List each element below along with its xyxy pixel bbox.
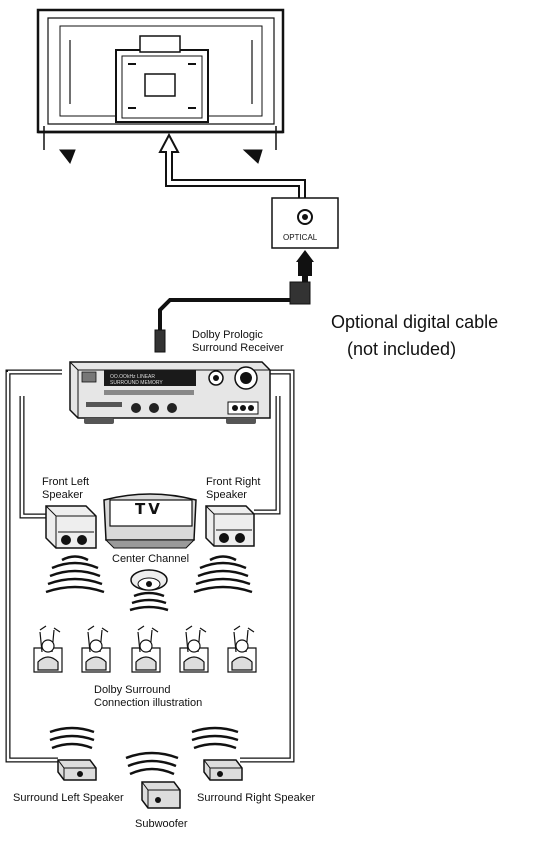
surround-left-speaker — [57, 759, 97, 781]
surround-right-speaker — [203, 759, 243, 781]
illustration-label-line1: Dolby Surround — [94, 684, 171, 696]
svg-text:OO.OOkHz LINEAR: OO.OOkHz LINEAR — [110, 374, 155, 380]
cable-label-line2: (not included) — [347, 339, 457, 359]
tv-back-panel — [36, 8, 285, 165]
surround-right-sound-waves — [191, 726, 239, 750]
surround-left-label: Surround Left Speaker — [13, 792, 124, 804]
front-right-sound-waves — [193, 555, 253, 594]
front-left-label-line2: Speaker — [42, 489, 83, 501]
svg-text:SURROUND MEMORY: SURROUND MEMORY — [110, 380, 163, 386]
surround-receiver: OO.OOkHz LINEAR SURROUND MEMORY — [69, 361, 271, 424]
front-right-label-line2: Speaker — [206, 489, 247, 501]
center-speaker — [129, 569, 169, 612]
subwoofer-label: Subwoofer — [135, 818, 188, 830]
illustration-label-line2: Connection illustration — [94, 697, 203, 709]
optical-label: OPTICAL — [283, 233, 318, 242]
listeners — [33, 625, 257, 673]
subwoofer-sound-waves — [125, 751, 179, 776]
front-left-label-line1: Front Left — [42, 476, 90, 488]
receiver-label-line2: Surround Receiver — [192, 342, 284, 354]
subwoofer-speaker — [141, 781, 181, 809]
surround-left-sound-waves — [49, 726, 95, 750]
speaker-wiring — [5, 369, 295, 763]
front-right-label-line1: Front Right — [206, 476, 261, 488]
optical-cable — [154, 250, 314, 353]
front-right-speaker — [205, 505, 255, 547]
front-tv — [103, 493, 197, 549]
tv-input-arrow — [158, 132, 306, 201]
optical-port-box — [271, 197, 339, 249]
tv-text: TV — [135, 500, 163, 518]
receiver-label-line1: Dolby Prologic — [192, 329, 263, 341]
cable-label-line1: Optional digital cable — [331, 312, 499, 332]
center-channel-label: Center Channel — [112, 553, 190, 565]
surround-right-label: Surround Right Speaker — [197, 792, 316, 804]
front-left-speaker — [45, 505, 97, 549]
front-left-sound-waves — [45, 555, 105, 594]
